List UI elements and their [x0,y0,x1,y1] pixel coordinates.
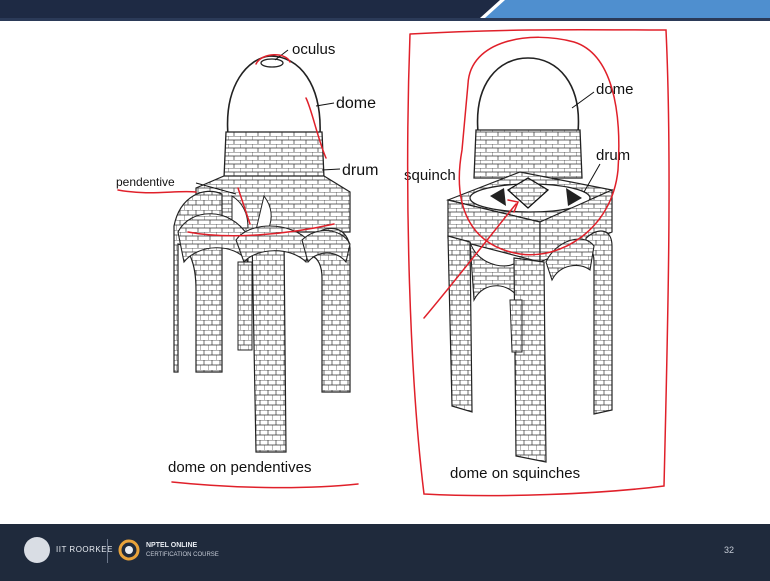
slide-content: oculus dome drum pendentive dome on pend… [0,28,770,524]
squinch-dome-illustration [448,58,612,462]
caption-pendentives: dome on pendentives [168,459,311,476]
caption-squinches: dome on squinches [450,465,580,482]
label-dome-left: dome [336,95,376,112]
label-squinch: squinch [404,167,456,184]
oculus-shape [261,59,283,67]
label-oculus: oculus [292,41,335,58]
page-number: 32 [724,545,734,555]
nptel-logo-icon [118,537,140,563]
footer-divider [107,539,108,563]
label-dome-right: dome [596,81,634,98]
slide-header-bar [0,0,770,28]
label-drum-left: drum [342,162,378,179]
label-pendentive: pendentive [116,175,175,189]
slide-footer: IIT ROORKEE NPTEL ONLINE CERTIFICATION C… [0,524,770,581]
iit-roorkee-logo-icon [24,537,50,563]
nptel-label: NPTEL ONLINE [146,542,197,549]
iit-roorkee-label: IIT ROORKEE [56,545,113,554]
label-drum-right: drum [596,147,630,164]
nptel-sublabel: CERTIFICATION COURSE [146,552,219,558]
pendentive-dome-illustration [174,56,350,452]
